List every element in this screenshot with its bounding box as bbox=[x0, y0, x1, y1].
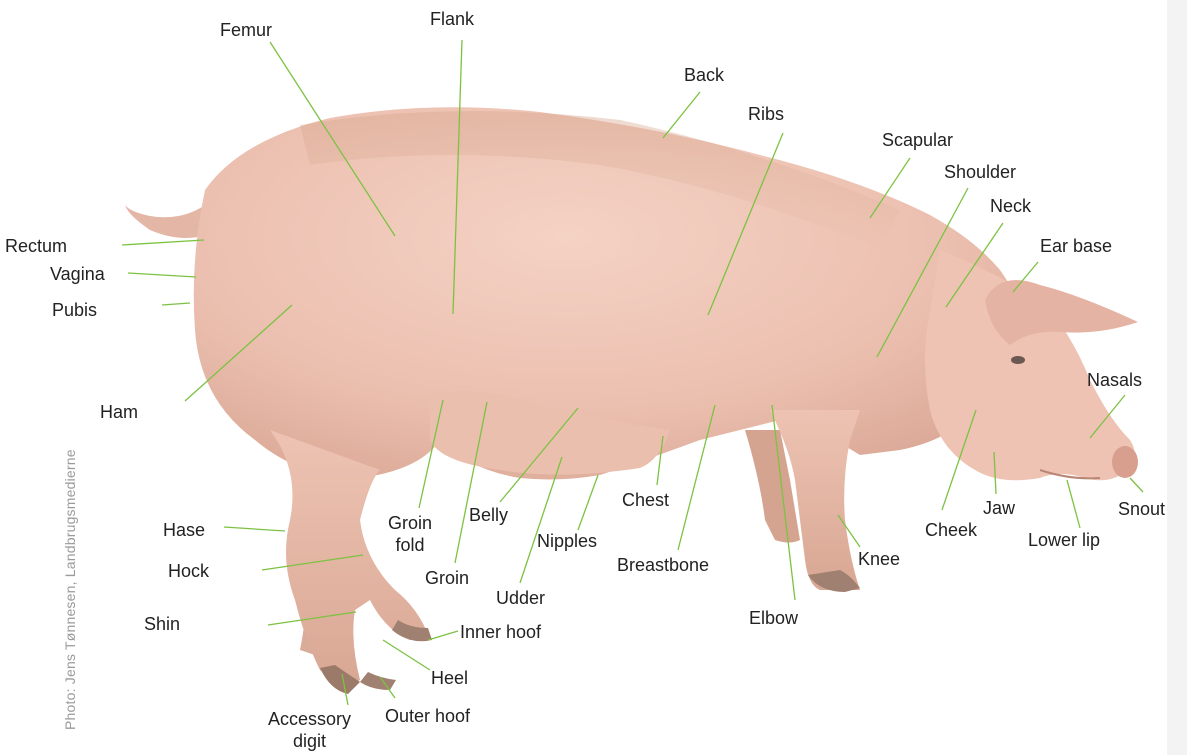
leader-hase bbox=[224, 527, 285, 531]
label-elbow: Elbow bbox=[749, 607, 798, 629]
label-udder: Udder bbox=[496, 587, 545, 609]
label-groin-fold: Groin fold bbox=[388, 512, 432, 556]
label-scapular: Scapular bbox=[882, 129, 953, 151]
label-breastbone: Breastbone bbox=[617, 554, 709, 576]
label-nasals: Nasals bbox=[1087, 369, 1142, 391]
photo-credit: Photo: Jens Tønnesen, Landbrugsmedierne bbox=[62, 449, 78, 730]
label-outer-hoof: Outer hoof bbox=[385, 705, 470, 727]
label-heel: Heel bbox=[431, 667, 468, 689]
pig-eye bbox=[1011, 356, 1025, 364]
label-inner-hoof: Inner hoof bbox=[460, 621, 541, 643]
label-hase: Hase bbox=[163, 519, 205, 541]
label-lower-lip: Lower lip bbox=[1028, 529, 1100, 551]
label-groin: Groin bbox=[425, 567, 469, 589]
label-rectum: Rectum bbox=[5, 235, 67, 257]
leader-snout bbox=[1130, 478, 1143, 492]
label-pubis: Pubis bbox=[52, 299, 97, 321]
leader-vagina bbox=[128, 273, 196, 277]
label-belly: Belly bbox=[469, 504, 508, 526]
leader-pubis bbox=[162, 303, 190, 305]
label-cheek: Cheek bbox=[925, 519, 977, 541]
label-vagina: Vagina bbox=[50, 263, 105, 285]
label-shoulder: Shoulder bbox=[944, 161, 1016, 183]
label-shin: Shin bbox=[144, 613, 180, 635]
label-accessory-digit-line1: Accessory bbox=[268, 708, 351, 730]
label-femur: Femur bbox=[220, 19, 272, 41]
label-knee: Knee bbox=[858, 548, 900, 570]
label-groin-fold-line1: Groin bbox=[388, 512, 432, 534]
label-chest: Chest bbox=[622, 489, 669, 511]
label-ham: Ham bbox=[100, 401, 138, 423]
leader-lower-lip bbox=[1067, 480, 1080, 528]
leader-back bbox=[663, 92, 700, 138]
leader-nipples bbox=[578, 475, 598, 530]
label-nipples: Nipples bbox=[537, 530, 597, 552]
leader-inner-hoof bbox=[428, 631, 458, 640]
label-flank: Flank bbox=[430, 8, 474, 30]
near-hind-leg bbox=[270, 430, 430, 690]
label-back: Back bbox=[684, 64, 724, 86]
label-ribs: Ribs bbox=[748, 103, 784, 125]
label-jaw: Jaw bbox=[983, 497, 1015, 519]
leader-heel bbox=[383, 640, 430, 670]
label-neck: Neck bbox=[990, 195, 1031, 217]
label-groin-fold-line2: fold bbox=[388, 534, 432, 556]
leader-rectum bbox=[122, 240, 204, 245]
label-ear-base: Ear base bbox=[1040, 235, 1112, 257]
pig-snout bbox=[1112, 446, 1138, 478]
label-hock: Hock bbox=[168, 560, 209, 582]
label-snout: Snout bbox=[1118, 498, 1165, 520]
label-accessory-digit: Accessory digit bbox=[268, 708, 351, 752]
label-accessory-digit-line2: digit bbox=[268, 730, 351, 752]
